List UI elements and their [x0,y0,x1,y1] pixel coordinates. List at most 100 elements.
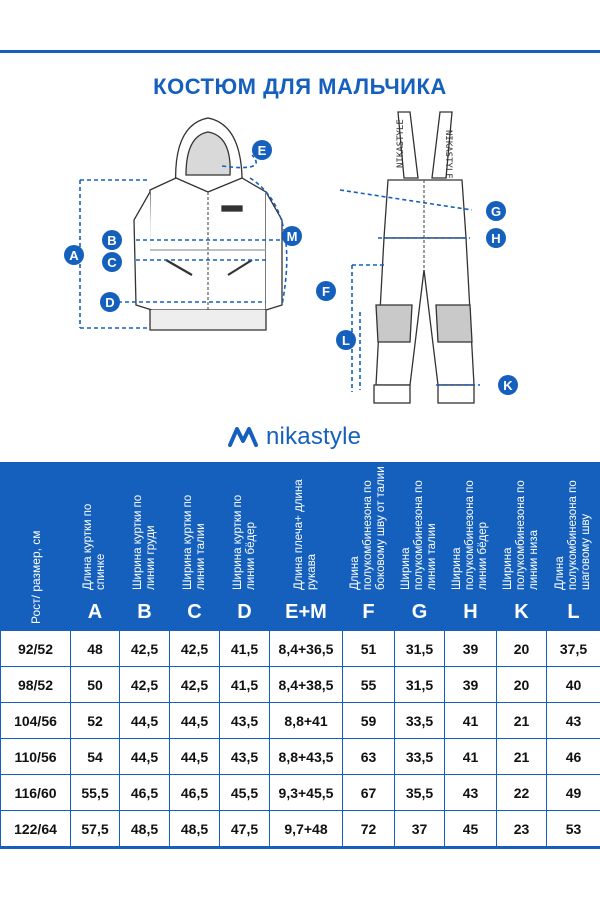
table-cell: 23 [496,810,547,849]
badge-m: M [282,226,302,246]
size-cell: 98/52 [0,666,71,703]
table-cell: 37,5 [546,630,600,667]
size-cell: 92/52 [0,630,71,667]
table-cell: 44,5 [119,738,170,775]
table-cell: 35,5 [394,774,445,811]
svg-text:A: A [69,248,79,263]
table-cell: 31,5 [394,666,445,703]
col-header: Ширина полукомбинезона по линии низа [496,462,547,594]
badge-d: D [100,292,120,312]
col-letter: D [219,593,270,631]
table-cell: 8,4+36,5 [269,630,343,667]
col-header: Ширина полукомбинезона по линии бёдер [444,462,497,594]
pants-drawing: NIKASTYLE NIKASTYLE [373,111,475,404]
table-cell: 59 [342,702,395,739]
col-letter: K [496,593,547,631]
badge-a: A [64,245,84,265]
col-letter: B [119,593,170,631]
size-table: Рост/ размер, см Длина куртки по спинке … [0,462,600,849]
table-cell: 44,5 [119,702,170,739]
svg-text:B: B [107,233,116,248]
table-cell: 9,3+45,5 [269,774,343,811]
table-cell: 46,5 [119,774,170,811]
col-letter: G [394,593,445,631]
table-cell: 49 [546,774,600,811]
brand-mark-icon [228,427,258,447]
badge-c: C [102,252,122,272]
col-header: Длина полукомбинезона по боковому шву от… [342,462,395,594]
badge-b: B [102,230,122,250]
measure-lines [79,154,480,392]
badge-f: F [316,281,336,301]
brand-name: nikastyle [266,423,362,450]
table-cell: 48,5 [169,810,220,849]
svg-text:E: E [258,143,267,158]
table-cell: 42,5 [169,666,220,703]
table-cell: 33,5 [394,702,445,739]
svg-text:H: H [491,231,500,246]
col-header: Ширина куртки по линии бёдер [219,462,270,594]
table-cell: 57,5 [70,810,120,849]
table-cell: 48,5 [119,810,170,849]
badge-e: E [252,140,272,160]
col-header: Ширина куртки по линии талии [169,462,220,594]
strap-text: NIKASTYLE [396,119,406,168]
col-header: Ширина полукомбинезона по линии талии [394,462,445,594]
table-cell: 33,5 [394,738,445,775]
table-cell: 43 [546,702,600,739]
table-cell: 43 [444,774,497,811]
table-cell: 52 [70,702,120,739]
col-letter: F [342,593,395,631]
table-cell: 42,5 [119,666,170,703]
brand-logo: nikastyle [228,422,361,452]
svg-text:C: C [107,255,117,270]
table-cell: 41 [444,702,497,739]
table-cell: 45 [444,810,497,849]
badge-g: G [486,201,506,221]
badge-l: L [336,330,356,350]
table-cell: 44,5 [169,738,220,775]
svg-text:F: F [322,284,330,299]
col-header: Ширина куртки по линии груди [119,462,170,594]
col-letter: H [444,593,497,631]
col-letter: C [169,593,220,631]
table-cell: 55 [342,666,395,703]
table-cell: 67 [342,774,395,811]
table-cell: 48 [70,630,120,667]
col-header: Длина полукомбинезона по шаговому шву [546,462,600,594]
table-cell: 39 [444,666,497,703]
table-cell: 39 [444,630,497,667]
table-cell: 20 [496,630,547,667]
table-cell: 46,5 [169,774,220,811]
table-cell: 51 [342,630,395,667]
size-header: Рост/ размер, см [0,462,71,631]
badge-k: K [498,375,518,395]
table-cell: 47,5 [219,810,270,849]
table-cell: 8,4+38,5 [269,666,343,703]
table-cell: 46 [546,738,600,775]
jacket-drawing [133,117,283,332]
measure-badges: A B C D E M G H F L K [64,140,518,395]
badge-h: H [486,228,506,248]
table-cell: 22 [496,774,547,811]
table-cell: 31,5 [394,630,445,667]
garment-illustration: NIKASTYLE NIKASTYLE A B C D E M [64,111,518,404]
size-cell: 104/56 [0,702,71,739]
table-cell: 55,5 [70,774,120,811]
col-header: Длина куртки по спинке [70,462,120,594]
table-cell: 44,5 [169,702,220,739]
table-cell: 42,5 [119,630,170,667]
table-cell: 41,5 [219,630,270,667]
table-cell: 45,5 [219,774,270,811]
table-cell: 42,5 [169,630,220,667]
table-cell: 54 [70,738,120,775]
page-title: КОСТЮМ ДЛЯ МАЛЬЧИКА [153,74,447,99]
size-cell: 116/60 [0,774,71,811]
table-cell: 43,5 [219,738,270,775]
